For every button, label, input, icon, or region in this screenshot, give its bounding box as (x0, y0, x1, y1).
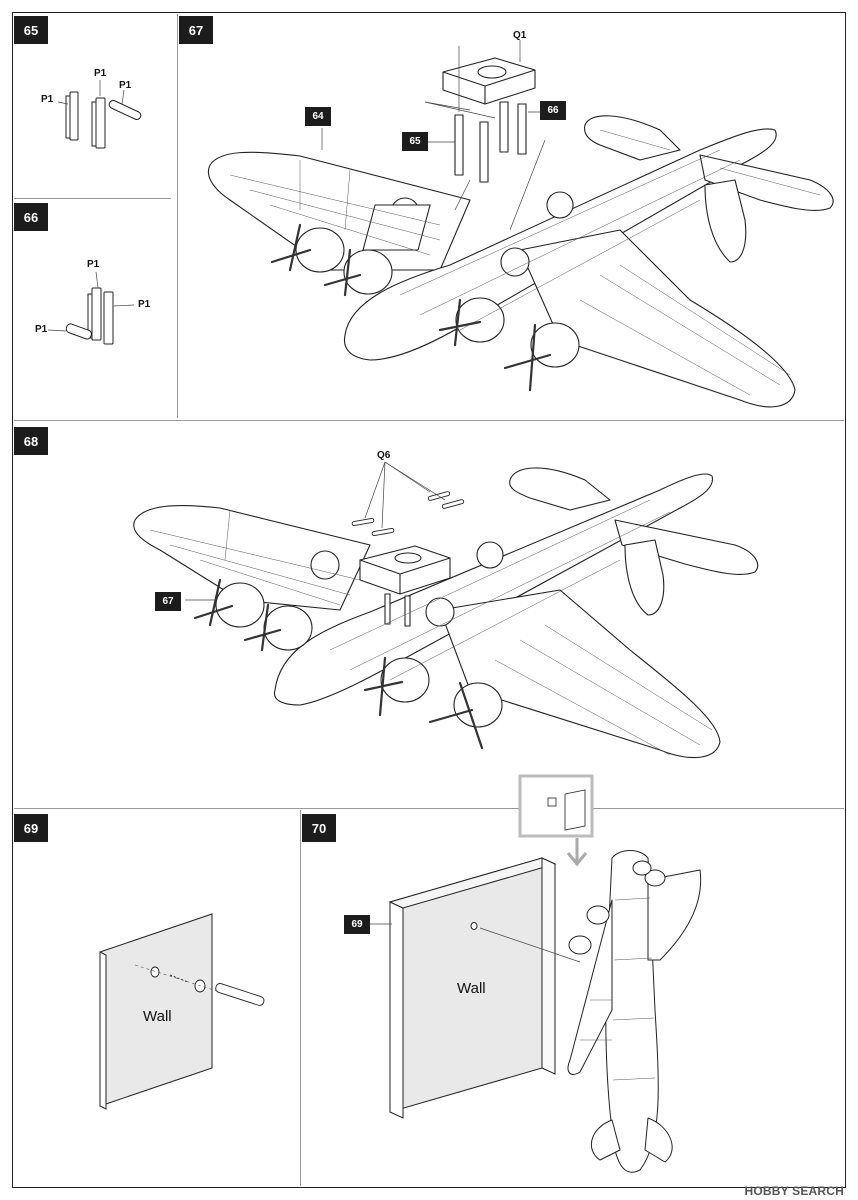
wall-label-step69: Wall (143, 1008, 172, 1025)
part-label-p1-a: P1 (41, 94, 54, 105)
step-number-70: 70 (302, 814, 336, 842)
callout-65: 65 (402, 132, 428, 151)
part-label-p1-d: P1 (87, 259, 100, 270)
callout-64: 64 (305, 107, 331, 126)
callout-66: 66 (540, 101, 566, 120)
step-number-69: 69 (14, 814, 48, 842)
divider-h-65-66 (14, 198, 171, 199)
callout-69: 69 (344, 915, 370, 934)
divider-h-top-68 (14, 420, 844, 421)
callout-67: 67 (155, 592, 181, 611)
divider-vertical-bottom (300, 810, 301, 1186)
part-label-p1-c: P1 (119, 80, 132, 91)
part-label-p1-f: P1 (35, 324, 48, 335)
part-label-p1-b: P1 (94, 68, 107, 79)
part-label-q1-step67: Q1 (513, 30, 527, 41)
wall-label-step70: Wall (457, 980, 486, 997)
step-number-65: 65 (14, 16, 48, 44)
part-label-q6-step68: Q6 (377, 450, 391, 461)
divider-h-68-bottom (14, 808, 844, 809)
page-frame (12, 12, 846, 1188)
step-number-66: 66 (14, 203, 48, 231)
step-number-67: 67 (179, 16, 213, 44)
watermark-text: HOBBY SEARCH (744, 1184, 844, 1198)
part-label-p1-e: P1 (138, 299, 151, 310)
step-number-68: 68 (14, 427, 48, 455)
divider-vertical-top (177, 14, 178, 418)
